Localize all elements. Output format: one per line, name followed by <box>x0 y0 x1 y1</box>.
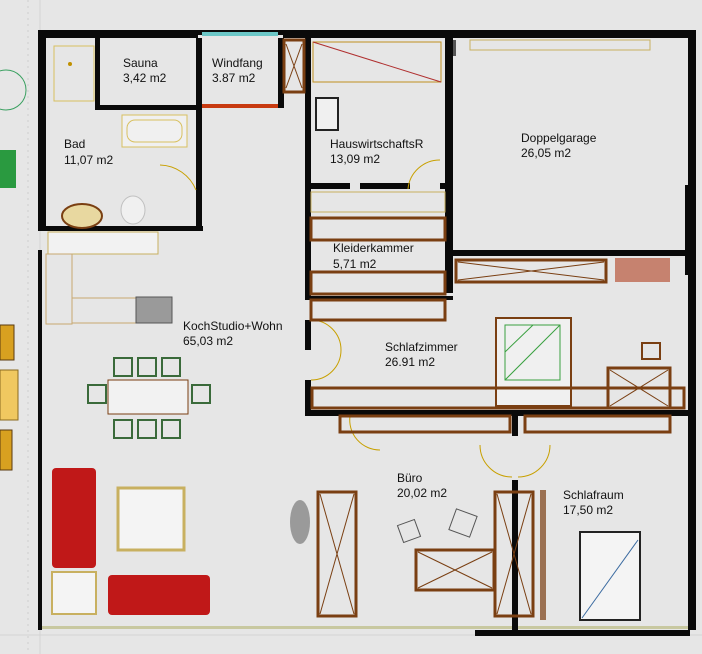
room-area-bad: 11,07 m2 <box>64 153 113 167</box>
fixtures <box>45 38 686 621</box>
room-name-bad: Bad <box>64 137 85 151</box>
room-name-kochstudio-wohn: KochStudio+Wohn <box>183 319 283 333</box>
room-area-hauswirtschaftsraum: 13,09 m2 <box>330 152 380 166</box>
room-area-schlafzimmer: 26.91 m2 <box>385 355 435 369</box>
room-name-schlafzimmer: Schlafzimmer <box>385 340 458 354</box>
room-area-schlafraum: 17,50 m2 <box>563 503 613 517</box>
room-name-schlafraum: Schlafraum <box>563 488 624 502</box>
room-name-doppelgarage: Doppelgarage <box>521 131 597 145</box>
room-area-windfang: 3.87 m2 <box>212 71 256 85</box>
room-area-sauna: 3,42 m2 <box>123 71 167 85</box>
exterior-left <box>0 0 29 654</box>
room-area-buero: 20,02 m2 <box>397 486 447 500</box>
room-name-windfang: Windfang <box>212 56 263 70</box>
room-labels: Sauna 3,42 m2 Windfang 3.87 m2 Bad 11,07… <box>64 56 624 517</box>
room-area-kochstudio-wohn: 65,03 m2 <box>183 334 233 348</box>
walls <box>38 30 696 636</box>
room-area-doppelgarage: 26,05 m2 <box>521 146 571 160</box>
room-name-kleiderkammer: Kleiderkammer <box>333 241 414 255</box>
room-name-sauna: Sauna <box>123 56 158 70</box>
room-name-buero: Büro <box>397 471 423 485</box>
room-name-hauswirtschaftsraum: HauswirtschaftsR <box>330 137 424 151</box>
room-area-kleiderkammer: 5,71 m2 <box>333 257 377 271</box>
